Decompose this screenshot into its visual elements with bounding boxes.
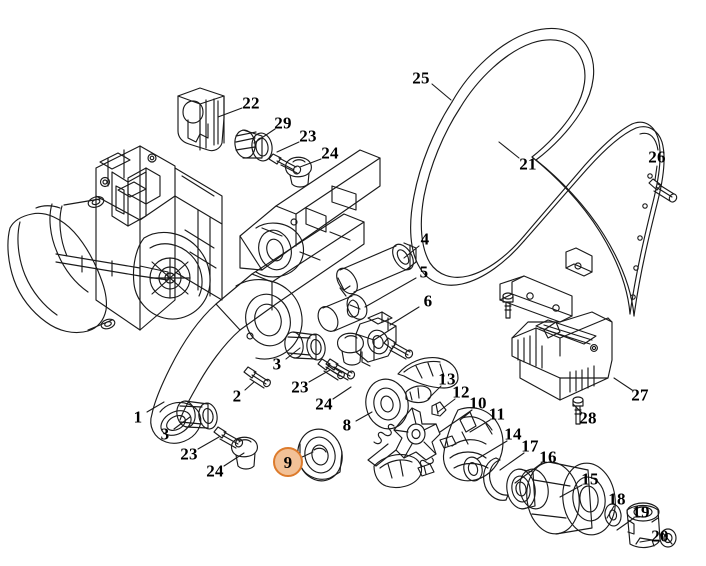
leader-line-5 [364,277,417,308]
leader-line-17 [499,452,525,471]
part-28-screw-upper [502,292,514,319]
leader-line-3 [173,416,191,430]
leader-line-27 [613,377,633,391]
part-callout-26: 26 [648,147,666,167]
leader-line-25 [431,83,452,101]
leader-line-24 [299,158,322,168]
part-callout-13: 13 [438,369,456,389]
part-callout-15: 15 [581,469,599,489]
part-callout-17: 17 [521,436,539,456]
part-callout-16: 16 [539,447,557,467]
part-20-clip [659,528,677,548]
part-callout-22: 22 [242,93,260,113]
part-24-cap-mid [336,332,364,366]
leader-line-24 [332,386,352,400]
part-callout-6: 6 [423,291,433,311]
part-18-washer [604,503,622,527]
leader-line-11 [469,419,491,433]
part-callout-23: 23 [299,126,317,146]
part-callout-24: 24 [321,143,339,163]
part-3-buffer-mid [284,331,326,361]
part-22-bracket [177,87,225,152]
leader-line-3 [285,347,301,360]
part-callout-25: 25 [412,68,430,88]
leader-line-13 [427,385,442,400]
part-2-screw-left [243,366,271,389]
part-callout-5: 5 [419,262,429,282]
part-28-screw-lower [572,396,584,425]
part-callout-11: 11 [488,404,506,424]
leader-line-20 [639,539,653,543]
part-callout-18: 18 [608,489,626,509]
part-callout-12: 12 [452,382,470,402]
leader-line-24 [223,452,245,467]
part-callout-20: 20 [651,526,669,546]
part-23-screw-mid [325,358,356,381]
part-8-washer [365,378,409,430]
part-callout-23: 23 [180,444,198,464]
leader-line-10 [439,409,473,433]
part-callout-24: 24 [206,461,224,481]
part-callout-3: 3 [160,424,170,444]
part-15-clutch-drum [526,461,616,536]
part-callout-24: 24 [315,394,333,414]
part-callout-4: 4 [420,229,430,249]
part-callout-10: 10 [469,393,487,413]
leader-line-4 [403,245,420,259]
engine-housing-group [7,145,223,334]
leader-line-22 [217,107,243,118]
part-17-circlip [483,457,509,501]
leader-line-23 [197,436,220,450]
part-callout-1: 1 [133,407,143,427]
part-23-screw-lowerleft [213,426,244,449]
part-10-spider [367,407,457,477]
leader-line-8 [355,411,373,422]
part-callout-8: 8 [342,415,352,435]
part-12-wedge [431,401,447,417]
leader-line-6 [389,306,420,326]
part-callout-3: 3 [272,354,282,374]
leader-line-29 [253,128,276,144]
chain-brake-housing [150,149,381,444]
part-callout-27: 27 [631,385,649,405]
part-callout-23: 23 [291,377,309,397]
part-11-clutch-shoe [442,407,504,482]
leader-line-28 [572,403,583,414]
part-4-buffer [336,242,417,297]
leader-line-12 [437,398,456,413]
leader-line-15 [559,484,583,498]
callout-leader-lines [146,83,658,543]
part-26-screw [648,178,678,203]
leader-line-2 [244,381,255,391]
part-5-cylinder [317,294,368,332]
part-11-shoe-lower [373,453,423,489]
part-13-shoe-small [405,385,432,404]
part-6-screw [383,337,414,360]
leader-line-23 [276,141,300,153]
part-callout-21: 21 [519,154,537,174]
part-24-cap-top [284,156,312,188]
leader-line-23 [308,369,331,383]
part-callout-19: 19 [632,502,650,522]
handle-bar-group [410,28,665,323]
part-13-shoe-upper [397,357,459,389]
part-24-cap-lowerleft [230,436,258,470]
part-callout-14: 14 [504,424,522,444]
leader-line-1 [146,401,165,413]
leader-line-16 [514,462,543,484]
part-callout-28: 28 [579,408,597,428]
part-callout-29: 29 [274,113,292,133]
leader-line-14 [476,440,508,460]
leader-line-19 [616,517,635,531]
leader-line-18 [606,505,615,519]
leader-line-26 [654,165,658,181]
part-14-washer [463,456,483,482]
part-callout-9-highlighted[interactable]: 9 [273,447,303,477]
leader-line-21 [498,141,520,159]
part-27-grip [511,311,613,401]
part-callout-2: 2 [232,386,242,406]
